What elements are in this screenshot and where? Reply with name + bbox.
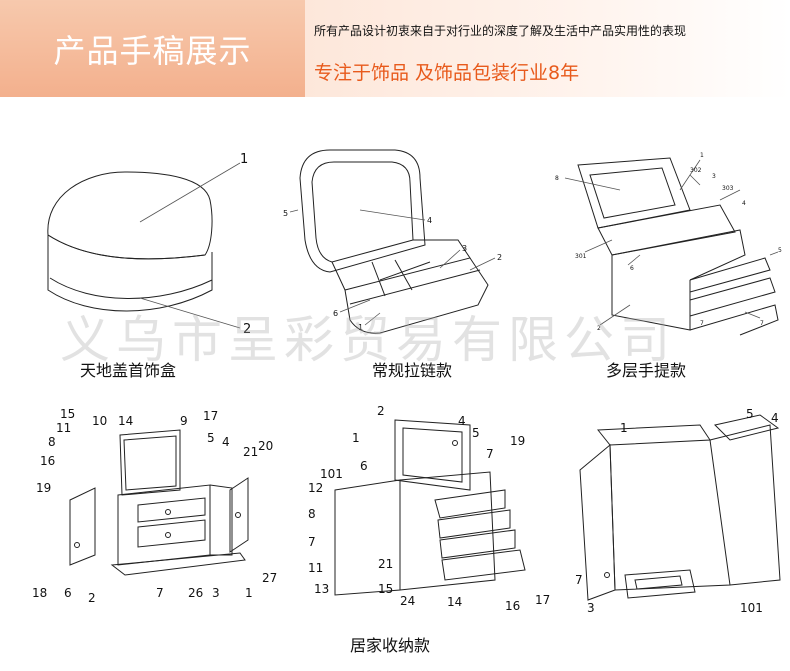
callout-label: 101 bbox=[320, 467, 343, 481]
callout-label: 7 bbox=[575, 573, 583, 587]
callout-label: 302 bbox=[690, 167, 702, 174]
callout-label: 21 bbox=[243, 445, 258, 459]
callout-label: 2 bbox=[497, 253, 502, 262]
banner-title: 产品手稿展示 bbox=[53, 31, 252, 70]
sketch-home-storage-box: 2 4 1 5 6 7 101 19 12 8 7 21 11 13 15 24… bbox=[308, 404, 550, 613]
callout-label: 17 bbox=[203, 409, 218, 423]
callout-label: 26 bbox=[188, 586, 203, 600]
callout-label: 18 bbox=[32, 586, 47, 600]
callout-label: 4 bbox=[222, 435, 230, 449]
callout-label: 1 bbox=[245, 586, 253, 600]
callout-label: 5 bbox=[472, 426, 480, 440]
callout-label: 8 bbox=[555, 175, 559, 182]
callout-label: 19 bbox=[510, 434, 525, 448]
callout-label: 13 bbox=[314, 582, 329, 596]
callout-label: 5 bbox=[778, 247, 782, 254]
callout-label: 1 bbox=[700, 152, 704, 159]
callout-label: 2 bbox=[377, 404, 385, 418]
caption-lid-box: 天地盖首饰盒 bbox=[80, 361, 177, 380]
callout-label: 7 bbox=[156, 586, 164, 600]
sketch-zipper-case: 5 4 3 2 6 1 bbox=[283, 149, 502, 334]
callout-label: 1 bbox=[358, 323, 363, 332]
callout-label: 8 bbox=[308, 507, 316, 521]
callout-label: 3 bbox=[712, 173, 716, 180]
callout-label: 6 bbox=[64, 586, 72, 600]
callout-label: 15 bbox=[378, 582, 393, 596]
callout-label: 24 bbox=[400, 594, 415, 608]
callout-label: 7 bbox=[308, 535, 316, 549]
callout-label: 7 bbox=[700, 320, 704, 327]
callout-label: 9 bbox=[180, 414, 188, 428]
callout-label: 2 bbox=[597, 325, 601, 332]
callout-label: 101 bbox=[740, 601, 763, 615]
callout-label: 14 bbox=[118, 414, 133, 428]
callout-label: 4 bbox=[771, 411, 779, 425]
callout-label: 6 bbox=[360, 459, 368, 473]
callout-label: 21 bbox=[378, 557, 393, 571]
callout-label: 16 bbox=[505, 599, 520, 613]
callout-label: 2 bbox=[88, 591, 96, 605]
callout-label: 6 bbox=[630, 265, 634, 272]
caption-zipper-case: 常规拉链款 bbox=[372, 361, 453, 380]
banner-subtitle: 所有产品设计初衷来自于对行业的深度了解及生活中产品实用性的表现 bbox=[314, 24, 687, 38]
callout-label: 4 bbox=[427, 216, 432, 225]
callout-label: 5 bbox=[746, 407, 754, 421]
callout-label: 1 bbox=[240, 152, 248, 167]
callout-label: 7 bbox=[760, 320, 764, 327]
banner-right-panel bbox=[305, 0, 790, 97]
banner-slogan: 专注于饰品 及饰品包装行业8年 bbox=[314, 62, 580, 84]
callout-label: 1 bbox=[620, 421, 628, 435]
callout-label: 6 bbox=[333, 309, 338, 318]
callout-label: 15 bbox=[60, 407, 75, 421]
sketch-armoire-box: 15 10 14 9 17 11 8 5 4 16 21 20 19 18 6 … bbox=[32, 407, 277, 605]
callout-label: 20 bbox=[258, 439, 273, 453]
caption-home-storage: 居家收纳款 bbox=[350, 636, 431, 655]
callout-label: 11 bbox=[308, 561, 323, 575]
callout-label: 8 bbox=[48, 435, 56, 449]
sketch-lid-box: 1 2 bbox=[47, 152, 251, 337]
caption-multi-tier-case: 多层手提款 bbox=[606, 361, 687, 380]
callout-label: 3 bbox=[587, 601, 595, 615]
callout-label: 19 bbox=[36, 481, 51, 495]
banner-left-panel bbox=[0, 0, 305, 97]
callout-label: 27 bbox=[262, 571, 277, 585]
callout-label: 5 bbox=[283, 209, 288, 218]
callout-label: 16 bbox=[40, 454, 55, 468]
callout-label: 303 bbox=[722, 185, 734, 192]
sketch-wardrobe-case: 1 5 4 7 3 101 bbox=[575, 407, 781, 615]
callout-label: 7 bbox=[486, 447, 494, 461]
callout-label: 3 bbox=[462, 244, 467, 253]
callout-label: 11 bbox=[56, 421, 71, 435]
callout-label: 1 bbox=[352, 431, 360, 445]
callout-label: 301 bbox=[575, 253, 587, 260]
company-watermark: 义乌市呈彩贸易有限公司 bbox=[60, 311, 676, 369]
callout-label: 4 bbox=[742, 200, 746, 207]
callout-label: 3 bbox=[212, 586, 220, 600]
callout-label: 2 bbox=[243, 322, 251, 337]
callout-label: 12 bbox=[308, 481, 323, 495]
sketch-multi-tier-case: 1 8 302 3 303 4 6 301 5 7 2 7 bbox=[555, 152, 782, 336]
callout-label: 10 bbox=[92, 414, 107, 428]
callout-label: 17 bbox=[535, 593, 550, 607]
callout-label: 14 bbox=[447, 595, 462, 609]
callout-label: 4 bbox=[458, 414, 466, 428]
callout-label: 5 bbox=[207, 431, 215, 445]
